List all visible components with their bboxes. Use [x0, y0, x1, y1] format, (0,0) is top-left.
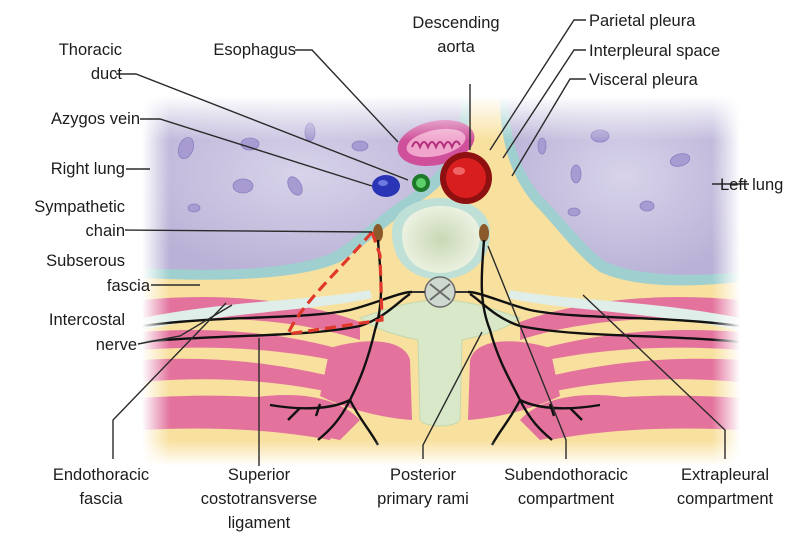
label-posterior-rami-line1: Posterior — [390, 466, 457, 484]
label-thoracic-duct-line1: Thoracic — [59, 41, 122, 59]
label-extrapleural-line1: Extrapleural — [681, 466, 769, 484]
label-right-lung: Right lung — [51, 160, 125, 178]
label-superior-costotransverse-line2: costotransverse — [201, 490, 317, 508]
label-endothoracic-fascia-line1: Endothoracic — [53, 466, 149, 484]
label-subendothoracic-line1: Subendothoracic — [504, 466, 628, 484]
label-intercostal-nerve-line2: nerve — [96, 336, 137, 354]
label-azygos-vein: Azygos vein — [51, 110, 140, 128]
label-intercostal-nerve-line1: Intercostal — [49, 311, 125, 329]
label-descending-aorta-line1: Descending — [412, 14, 499, 32]
label-sympathetic-chain-line1: Sympathetic — [34, 198, 125, 216]
label-left-lung: Left lung — [720, 176, 783, 194]
label-superior-costotransverse-line1: Superior — [228, 466, 291, 484]
label-subendothoracic-line2: compartment — [518, 490, 615, 508]
label-parietal-pleura: Parietal pleura — [589, 12, 696, 30]
azygos-vein — [372, 175, 400, 197]
sympathetic-chain-left — [479, 224, 489, 242]
label-visceral-pleura: Visceral pleura — [589, 71, 699, 89]
label-posterior-rami-line2: primary rami — [377, 490, 469, 508]
label-subserous-fascia-line1: Subserous — [46, 252, 125, 270]
label-endothoracic-fascia-line2: fascia — [79, 490, 123, 508]
label-superior-costotransverse-line3: ligament — [228, 514, 291, 532]
label-extrapleural-line2: compartment — [677, 490, 774, 508]
label-descending-aorta-line2: aorta — [437, 38, 475, 56]
label-thoracic-duct-line2: duct — [91, 65, 123, 83]
label-sympathetic-chain-line2: chain — [86, 222, 125, 240]
label-subserous-fascia-line2: fascia — [107, 277, 151, 295]
label-esophagus: Esophagus — [213, 41, 296, 59]
label-interpleural-space: Interpleural space — [589, 42, 720, 60]
